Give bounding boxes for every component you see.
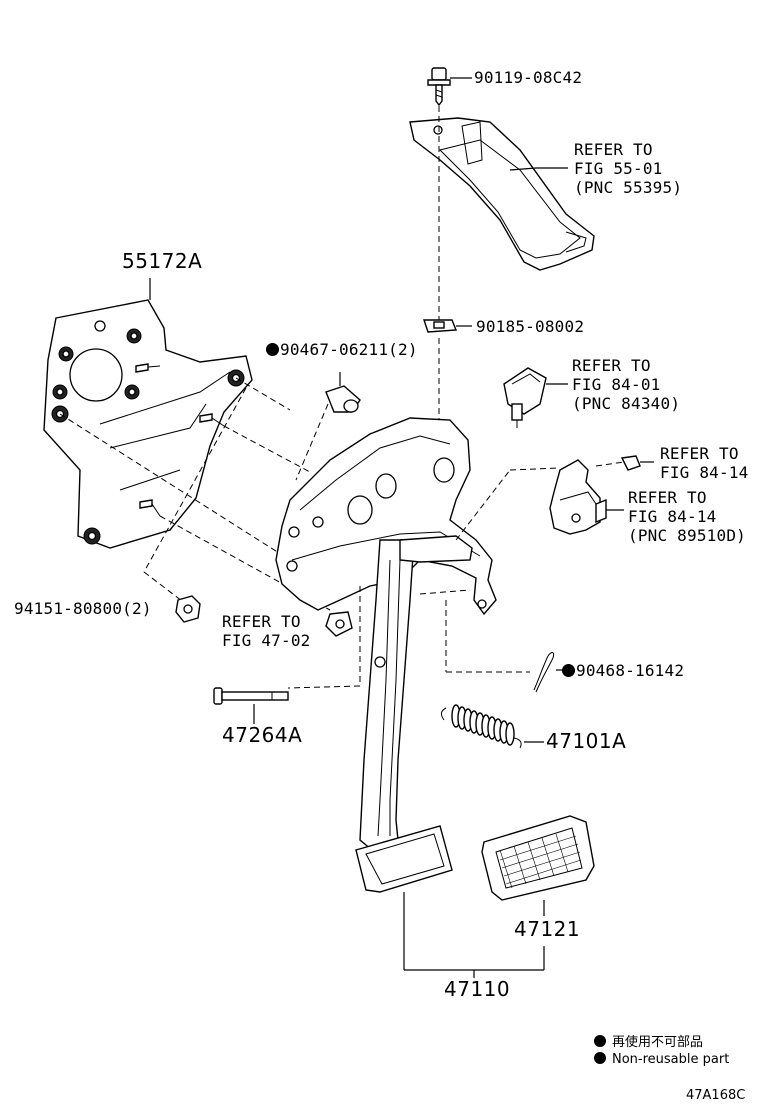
non-reusable-dot-icon [562, 664, 575, 677]
refer-84-14a-line-2: FIG 84-14 [660, 463, 749, 482]
refer-fig-84-14-a: REFER TO FIG 84-14 [660, 444, 749, 482]
label-bracket-55172a: 55172A [122, 249, 203, 273]
label-clip-90468-text: 90468-16142 [576, 661, 685, 680]
refer-84-01-line-3: (PNC 84340) [572, 394, 681, 413]
brake-pedal-assembly-drawing [275, 417, 497, 970]
refer-47-02-line-1: REFER TO [222, 612, 301, 631]
pedal-pad-47121-drawing [481, 815, 595, 970]
legend-japanese-text: 再使用不可部品 [612, 1035, 704, 1050]
refer-55-line-1: REFER TO [574, 140, 653, 159]
refer-47-02-line-2: FIG 47-02 [222, 631, 311, 650]
nut-94151-drawing [175, 595, 201, 623]
nut-90185-drawing [423, 319, 472, 333]
label-pedal-47110: 47110 [444, 977, 511, 1001]
refer-55-line-2: FIG 55-01 [574, 159, 663, 178]
label-pin-47264a: 47264A [222, 723, 303, 747]
refer-55-line-3: (PNC 55395) [574, 178, 683, 197]
refer-fig-84-01: REFER TO FIG 84-01 (PNC 84340) [572, 356, 680, 413]
label-pad-47121: 47121 [514, 917, 581, 941]
refer-84-01-line-1: REFER TO [572, 356, 651, 375]
legend-english: Non-reusable part [594, 1052, 729, 1067]
refer-fig-55-01: REFER TO FIG 55-01 (PNC 55395) [574, 140, 682, 197]
switch-84340-drawing [503, 367, 568, 428]
label-nut-94151: 94151-80800(2) [14, 599, 152, 618]
spring-47101a-drawing [440, 704, 544, 749]
label-spring-47101a: 47101A [546, 729, 627, 753]
nut-47-02-drawing [325, 611, 353, 637]
label-bushing-90467-text: 90467-06211(2) [280, 340, 418, 359]
label-nut-90185: 90185-08002 [476, 317, 585, 336]
pin-47264a-drawing [213, 687, 289, 724]
bracket-55172a-drawing [43, 278, 253, 549]
refer-84-14a-line-1: REFER TO [660, 444, 739, 463]
label-clip-90468: 90468-16142 [562, 661, 684, 680]
non-reusable-dot-icon [594, 1035, 606, 1047]
refer-fig-47-02: REFER TO FIG 47-02 [222, 612, 311, 650]
refer-84-14b-line-1: REFER TO [628, 488, 707, 507]
sensor-89510d-drawing [549, 455, 654, 535]
non-reusable-dot-icon [266, 343, 279, 356]
bolt-90119-drawing [427, 67, 472, 107]
refer-84-01-line-2: FIG 84-01 [572, 375, 661, 394]
legend-japanese: 再使用不可部品 [594, 1031, 703, 1050]
label-bolt-90119: 90119-08C42 [474, 68, 583, 87]
non-reusable-dot-icon [594, 1052, 606, 1064]
figure-code: 47A168C [686, 1088, 746, 1103]
bracket-cover-drawing [409, 117, 595, 271]
refer-84-14b-line-3: (PNC 89510D) [628, 526, 746, 545]
legend-english-text: Non-reusable part [612, 1052, 730, 1067]
refer-84-14b-line-2: FIG 84-14 [628, 507, 717, 526]
refer-fig-84-14-b: REFER TO FIG 84-14 (PNC 89510D) [628, 488, 746, 545]
bushing-90467-drawing [295, 372, 361, 481]
label-bushing-90467: 90467-06211(2) [266, 340, 418, 359]
